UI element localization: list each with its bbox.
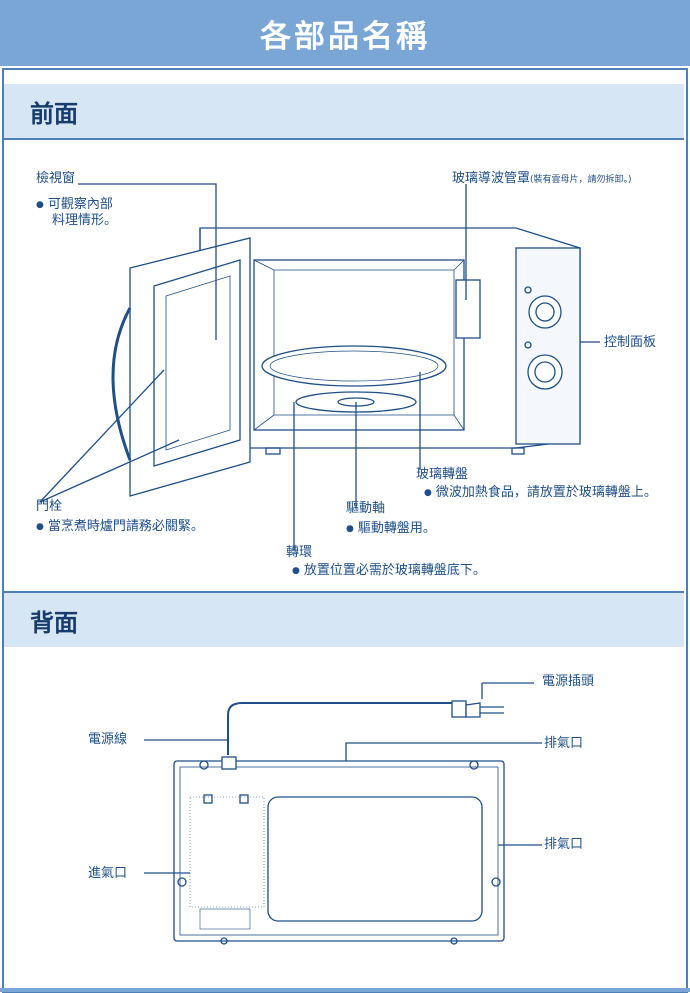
front-section-header: 前面: [4, 84, 684, 140]
waveguide-label: 玻璃導波管罩(裝有雲母片，請勿拆卸。): [452, 170, 632, 189]
window-note-2: 料理情形。: [52, 213, 118, 228]
ring-label: 轉環: [286, 545, 313, 560]
exhaust-side-label: 排氣口: [544, 837, 584, 852]
shaft-note: 驅動轉盤用。: [346, 520, 436, 539]
title-bar: 各部品名稱: [0, 0, 690, 66]
turntable-note: 微波加熱食品，請放置於玻璃轉盤上。: [424, 484, 657, 503]
waveguide-note: (裝有雲母片，請勿拆卸。): [530, 175, 632, 185]
front-section: 檢視窗 可觀察內部 料理情形。 玻璃導波管罩(裝有雲母片，請勿拆卸。) 控制面板…: [4, 140, 684, 590]
cord-label: 電源線: [88, 732, 128, 747]
latch-note: 當烹煮時爐門請務必關緊。: [36, 518, 204, 537]
page-title: 各部品名稱: [260, 18, 430, 55]
plug-label: 電源插頭: [542, 674, 595, 689]
turntable-label: 玻璃轉盤: [416, 467, 469, 482]
latch-label: 門栓: [36, 499, 63, 514]
back-section: 電源插頭 電源線 排氣口 排氣口 進氣口: [4, 647, 684, 982]
waveguide-name: 玻璃導波管罩: [452, 171, 531, 186]
front-microwave-diagram: [39, 183, 600, 550]
control-panel-label: 控制面板: [604, 335, 657, 350]
window-label: 檢視窗: [36, 171, 76, 186]
back-section-header: 背面: [4, 591, 684, 649]
back-heading: 背面: [30, 609, 78, 637]
intake-label: 進氣口: [88, 866, 128, 881]
back-microwave-diagram: [144, 682, 542, 945]
bottom-border: [0, 988, 690, 992]
front-heading: 前面: [30, 100, 78, 128]
ring-note: 放置位置必需於玻璃轉盤底下。: [292, 562, 486, 581]
window-note: 可觀察內部: [36, 196, 113, 215]
exhaust-top-label: 排氣口: [544, 736, 584, 751]
shaft-label: 驅動軸: [346, 501, 386, 516]
